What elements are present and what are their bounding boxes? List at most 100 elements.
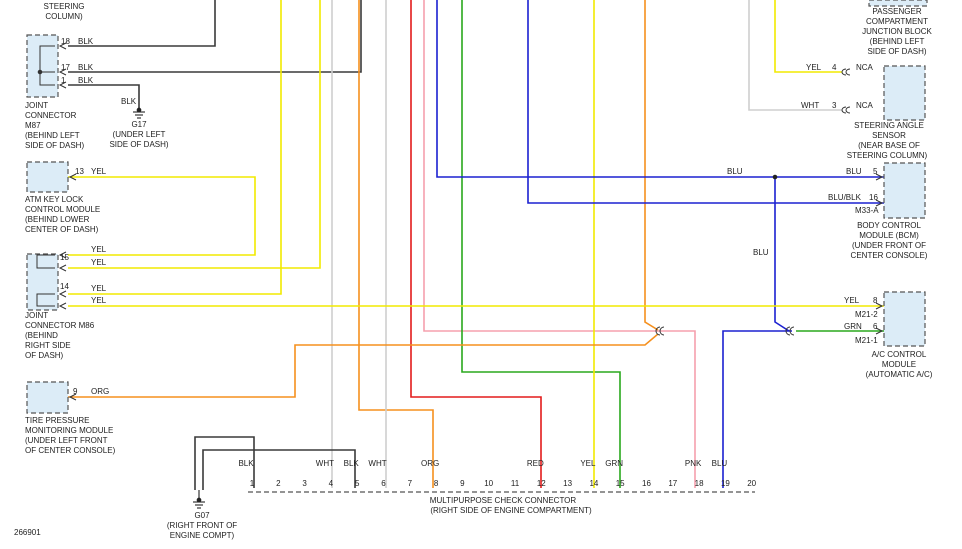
mpcc-pin-15: 15 [616,479,625,488]
bcm-chev-5 [875,173,884,181]
wire-grn-mpcc15 [461,0,621,488]
wire-blk-m87-18 [68,0,216,47]
mpcc-pin-5: 5 [355,479,360,488]
bcm-pin-5: 5 [873,167,878,176]
m86-label-4: RIGHT SIDE [25,341,71,350]
wire-blu-splice [774,177,790,332]
mpcc-pin-14: 14 [589,479,598,488]
ac-label-1: A/C CONTROL [872,350,927,359]
sas-label-3: (NEAR BASE OF [858,141,920,150]
wire-blu-bcm5 [436,0,884,178]
sas-chev-3b [845,106,851,114]
sas-label-1: STEERING ANGLE [854,121,924,130]
sas-tag-4: NCA [856,63,874,72]
g17-label-3: SIDE OF DASH) [109,140,168,149]
wire-blublk-bcm16 [527,0,884,204]
g17-label-2: (UNDER LEFT [113,130,166,139]
sas-wire-3: WHT [801,101,819,110]
m87-label-3: M87 [25,121,41,130]
tpms-label-1: TIRE PRESSURE [25,416,89,425]
atm-wire: YEL [91,167,107,176]
mpcc-wire-label-5: BLK [344,459,360,468]
m87-wire-17: BLK [78,63,94,72]
atm-label-2: CONTROL MODULE [25,205,100,214]
m86-chev-2 [58,264,67,272]
tpms-pin: 9 [73,387,78,396]
ground-g17 [133,107,145,119]
m87-chev-17 [58,68,67,76]
wire-blk-g07b [194,436,255,490]
m87-wire-1: BLK [78,76,94,85]
m87-chev-1 [58,81,67,89]
wire-pnk-mpcc18 [423,0,696,488]
joint-m86-box [26,253,59,311]
tpms-wire: ORG [91,387,109,396]
sas-chev-4b [845,68,851,76]
component-boxes [26,0,928,414]
m86-label-2: CONNECTOR M86 [25,321,95,330]
mpcc-pin-17: 17 [668,479,677,488]
ac-pin-8: 8 [873,296,878,305]
wire-blu-mpcc19 [722,330,792,488]
mpcc-pin-7: 7 [408,479,413,488]
m86-wire-14a: YEL [91,284,107,293]
m86-chev-4 [58,302,67,310]
ac-wire-6: GRN [844,322,862,331]
m87-label-2: CONNECTOR [25,111,77,120]
sas-pin-3: 3 [832,101,837,110]
g07-label-1: G07 [194,511,210,520]
bcm-connector: M33-A [855,206,879,215]
m87-label-1: JOINT [25,101,48,110]
mpcc-wire-label-19: BLU [712,459,728,468]
ac-label-3: (AUTOMATIC A/C) [866,370,933,379]
ac-box [883,291,926,347]
wire-blk-m87-1 [68,84,140,110]
ac-connector-8: M21-2 [855,310,878,319]
mpcc-pin-11: 11 [511,479,520,488]
connector-chevrons [58,42,884,401]
bcm-label-1: BODY CONTROL [857,221,921,230]
mpcc-pin-18: 18 [695,479,704,488]
tpms-label-3: (UNDER LEFT FRONT [25,436,108,445]
m87-bus [39,45,55,86]
atm-chev [68,173,77,181]
m86-wire-15a: YEL [91,245,107,254]
sas-chev-4a [841,68,847,76]
ac-connector-6: M21-1 [855,336,878,345]
splice-chev-blu-b [789,326,795,336]
sas-chev-3a [841,106,847,114]
m86-label-3: (BEHIND [25,331,58,340]
atm-pin: 13 [75,167,84,176]
wire-yel-atm13 [68,176,256,256]
ac-pin-6: 6 [873,322,878,331]
m86-pin-15: 15 [60,253,69,262]
atm-label-3: (BEHIND LOWER [25,215,90,224]
joint-internals [36,45,55,307]
sas-wire-4: YEL [806,63,822,72]
mpcc-wire-label-12: RED [527,459,544,468]
mpcc-pin-8: 8 [434,479,439,488]
m86-wire-14b: YEL [91,296,107,305]
m87-label-4: (BEHIND LEFT [25,131,80,140]
g17-label-1: G17 [131,120,147,129]
tpms-chev [68,393,77,401]
joint-m87-box [26,34,59,98]
steering-column-line-1: STEERING [44,2,85,11]
mpcc-pin-4: 4 [329,479,334,488]
mpcc-wire-label-8: ORG [421,459,439,468]
wire-org-splice [644,0,659,331]
wire-blk-m87-17 [68,0,362,73]
mpcc-pin-6: 6 [381,479,386,488]
g07-label-3: ENGINE COMPT) [170,531,235,540]
wires [68,0,884,490]
tpms-label-4: OF CENTER CONSOLE) [25,446,116,455]
bcm-chev-16 [875,199,884,207]
bcm-wire-16: BLU/BLK [828,193,862,202]
m87-bus-dot [37,69,43,75]
mpcc-pin-3: 3 [302,479,307,488]
splice-chev-org-b [659,326,665,336]
diagram-id: 266901 [14,528,41,537]
pjb-label-5: SIDE OF DASH) [867,47,926,56]
bcm-label-3: (UNDER FRONT OF [852,241,926,250]
